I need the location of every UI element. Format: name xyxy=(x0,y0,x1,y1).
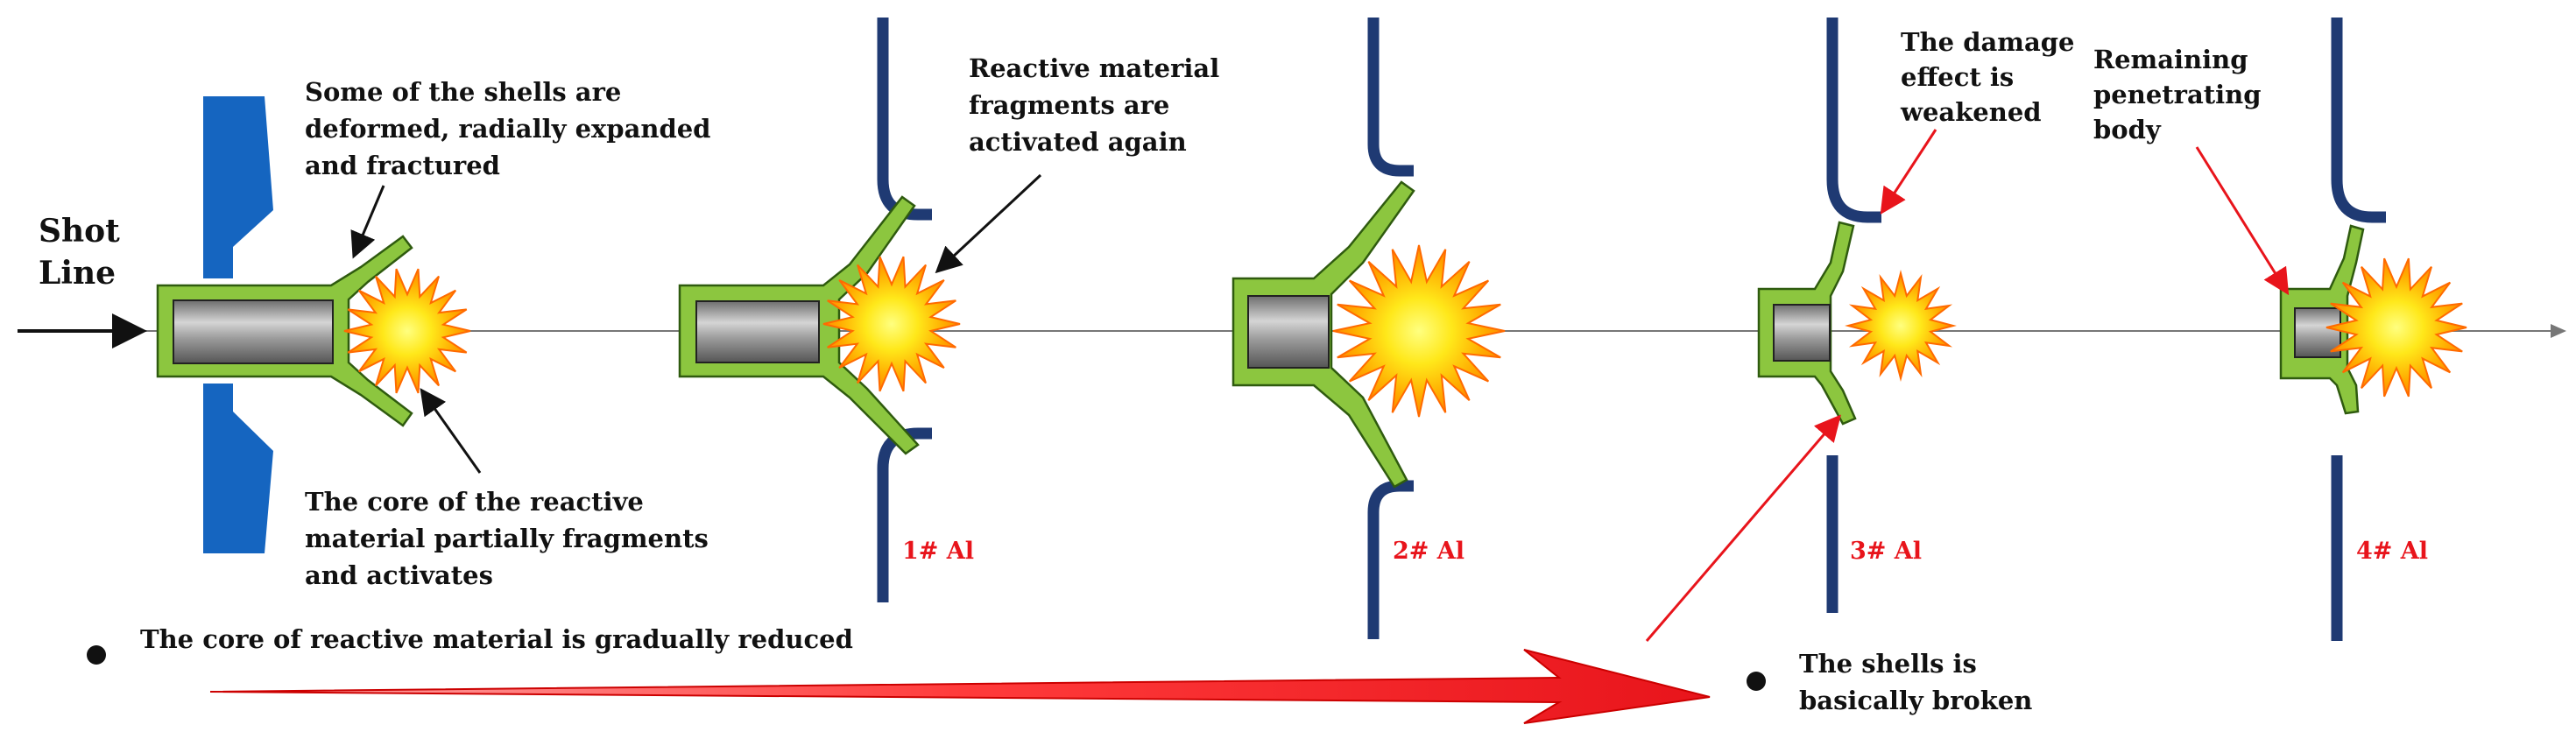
shot-line-label: Shot Line xyxy=(39,213,131,292)
plate-1-top xyxy=(877,18,932,221)
annotation-damage-weakened: The damage effect is weakened xyxy=(1900,27,2084,127)
plate-label-1: 1# Al xyxy=(902,538,974,565)
plate-3-top xyxy=(1826,18,1881,223)
core-stage-3 xyxy=(1247,295,1330,369)
plate-4-top xyxy=(2331,18,2386,223)
annotation-core-reduced: The core of reactive material is gradual… xyxy=(140,624,853,654)
stage-4 xyxy=(1757,18,1957,613)
arrow-core-fragments xyxy=(420,388,482,474)
arrow-damage-weakened xyxy=(1880,129,1937,215)
stage-5 xyxy=(2279,18,2467,641)
core-stage-4 xyxy=(1773,304,1831,362)
annotation-shells-deformed: Some of the shells are deformed, radiall… xyxy=(305,77,720,180)
bullet-shells-broken xyxy=(1747,672,1766,691)
arrow-remaining-body xyxy=(2195,146,2290,296)
bullet-core-reduced xyxy=(87,645,106,665)
initial-blue-plate-bottom xyxy=(203,384,273,553)
progress-red-arrow xyxy=(209,649,1711,724)
plate-2-top xyxy=(1367,18,1414,177)
explosion-stage-1 xyxy=(343,268,471,394)
axis-end-arrowhead xyxy=(2551,324,2566,338)
explosion-stage-5 xyxy=(2325,257,2467,398)
plate-label-3: 3# Al xyxy=(1850,538,1922,565)
explosion-stage-3 xyxy=(1332,244,1506,418)
plate-label-2: 2# Al xyxy=(1393,538,1464,565)
initial-blue-plate-top xyxy=(203,96,273,278)
arrow-shells-broken xyxy=(1645,414,1841,642)
annotation-shells-broken: The shells is basically broken xyxy=(1799,649,2032,715)
stage-3 xyxy=(1232,18,1506,639)
explosion-stage-4 xyxy=(1845,270,1957,382)
plate-label-4: 4# Al xyxy=(2356,538,2428,565)
annotation-remaining-body: Remaining penetrating body xyxy=(2093,45,2270,144)
annotation-core-fragments: The core of the reactive material partia… xyxy=(305,487,717,590)
plate-1-bottom xyxy=(877,427,932,602)
stage-1 xyxy=(156,96,471,553)
core-stage-1 xyxy=(173,299,334,364)
plate-2-bottom xyxy=(1367,480,1414,639)
annotation-reactivated: Reactive material fragments are activate… xyxy=(969,53,1228,157)
explosion-stage-2 xyxy=(822,256,961,392)
arrow-shells-deformed xyxy=(350,185,385,259)
stage-2 xyxy=(678,18,961,602)
arrow-reactivated xyxy=(935,173,1042,274)
core-stage-2 xyxy=(695,300,820,363)
